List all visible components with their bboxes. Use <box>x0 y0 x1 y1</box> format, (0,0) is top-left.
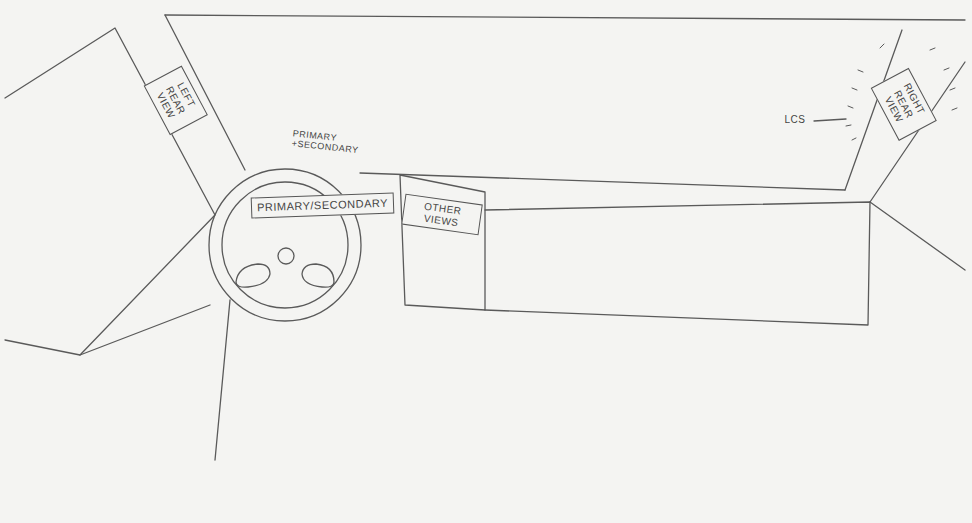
right-dash <box>485 202 965 270</box>
display-note: PRIMARY +SECONDARY <box>289 127 387 160</box>
steering-spoke-left <box>236 264 270 287</box>
mirror-view-box: RIGHT REAR VIEW <box>871 67 937 140</box>
cluster-display-box: PRIMARY/SECONDARY <box>250 192 394 218</box>
callout-label: LCS <box>783 113 808 127</box>
box-text: RIGHT REAR VIEW <box>878 74 931 133</box>
center-console <box>400 175 485 310</box>
box-text: OTHER VIEWS <box>408 198 477 230</box>
box-text: LEFT REAR VIEW <box>150 72 201 127</box>
lcs-marks <box>846 44 957 140</box>
lcs-leader <box>814 119 846 121</box>
right-pillar-outer <box>870 62 965 202</box>
center-display-box: OTHER VIEWS <box>401 193 483 235</box>
right-dash-lower <box>485 202 870 325</box>
left-window <box>5 28 215 355</box>
lower-left-line <box>80 305 210 355</box>
steering-spoke-right <box>302 264 334 287</box>
steering-hub <box>278 248 294 264</box>
steering-wheel-rim <box>209 169 361 321</box>
mirror-view-box: LEFT REAR VIEW <box>144 65 208 134</box>
windshield-top <box>165 15 965 20</box>
under-dash-line <box>215 300 230 460</box>
box-text: PRIMARY/SECONDARY <box>256 196 387 213</box>
